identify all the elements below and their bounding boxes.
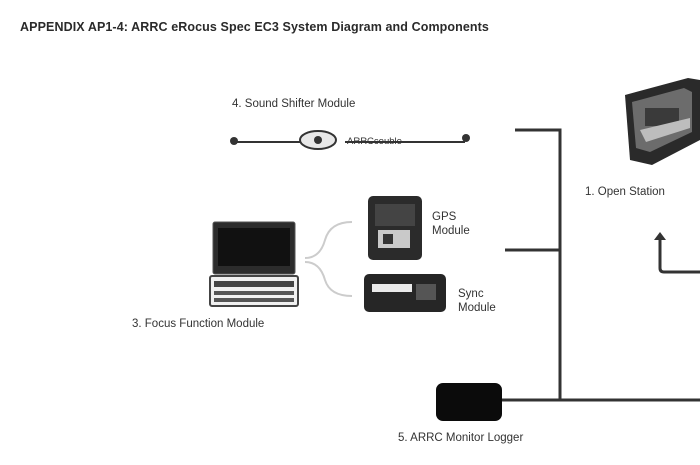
sync-module-label-line2: Module bbox=[458, 302, 496, 314]
sync-module-device bbox=[364, 274, 446, 312]
sound-shifter-cable bbox=[230, 130, 470, 150]
brace-lower bbox=[304, 261, 353, 297]
sync-module-label-line1: Sync bbox=[458, 288, 484, 300]
monitor-logger-label: 5. ARRC Monitor Logger bbox=[398, 432, 524, 444]
connection-lines bbox=[500, 128, 700, 402]
gps-module-label-line1: GPS bbox=[432, 211, 457, 223]
arrow-up-icon bbox=[654, 232, 666, 240]
sound-shifter-device-text: ARRCcouble bbox=[347, 136, 402, 147]
sound-shifter-label: 4. Sound Shifter Module bbox=[232, 98, 356, 110]
gps-module-label-line2: Module bbox=[432, 225, 470, 237]
open-station-device bbox=[625, 78, 700, 165]
monitor-logger-device bbox=[436, 383, 502, 421]
focus-function-device bbox=[209, 221, 299, 307]
bus-vertical-line bbox=[515, 128, 562, 400]
gps-module-label: GPS Module bbox=[432, 210, 470, 238]
open-station-label: 1. Open Station bbox=[585, 186, 665, 198]
gps-module-device bbox=[368, 196, 422, 260]
focus-function-label: 3. Focus Function Module bbox=[132, 318, 265, 330]
page-title: APPENDIX AP1-4: ARRC eRocus Spec EC3 Sys… bbox=[20, 20, 489, 34]
sync-module-label: Sync Module bbox=[458, 287, 496, 315]
open-station-return-line bbox=[658, 235, 700, 274]
brace-upper bbox=[304, 221, 353, 259]
